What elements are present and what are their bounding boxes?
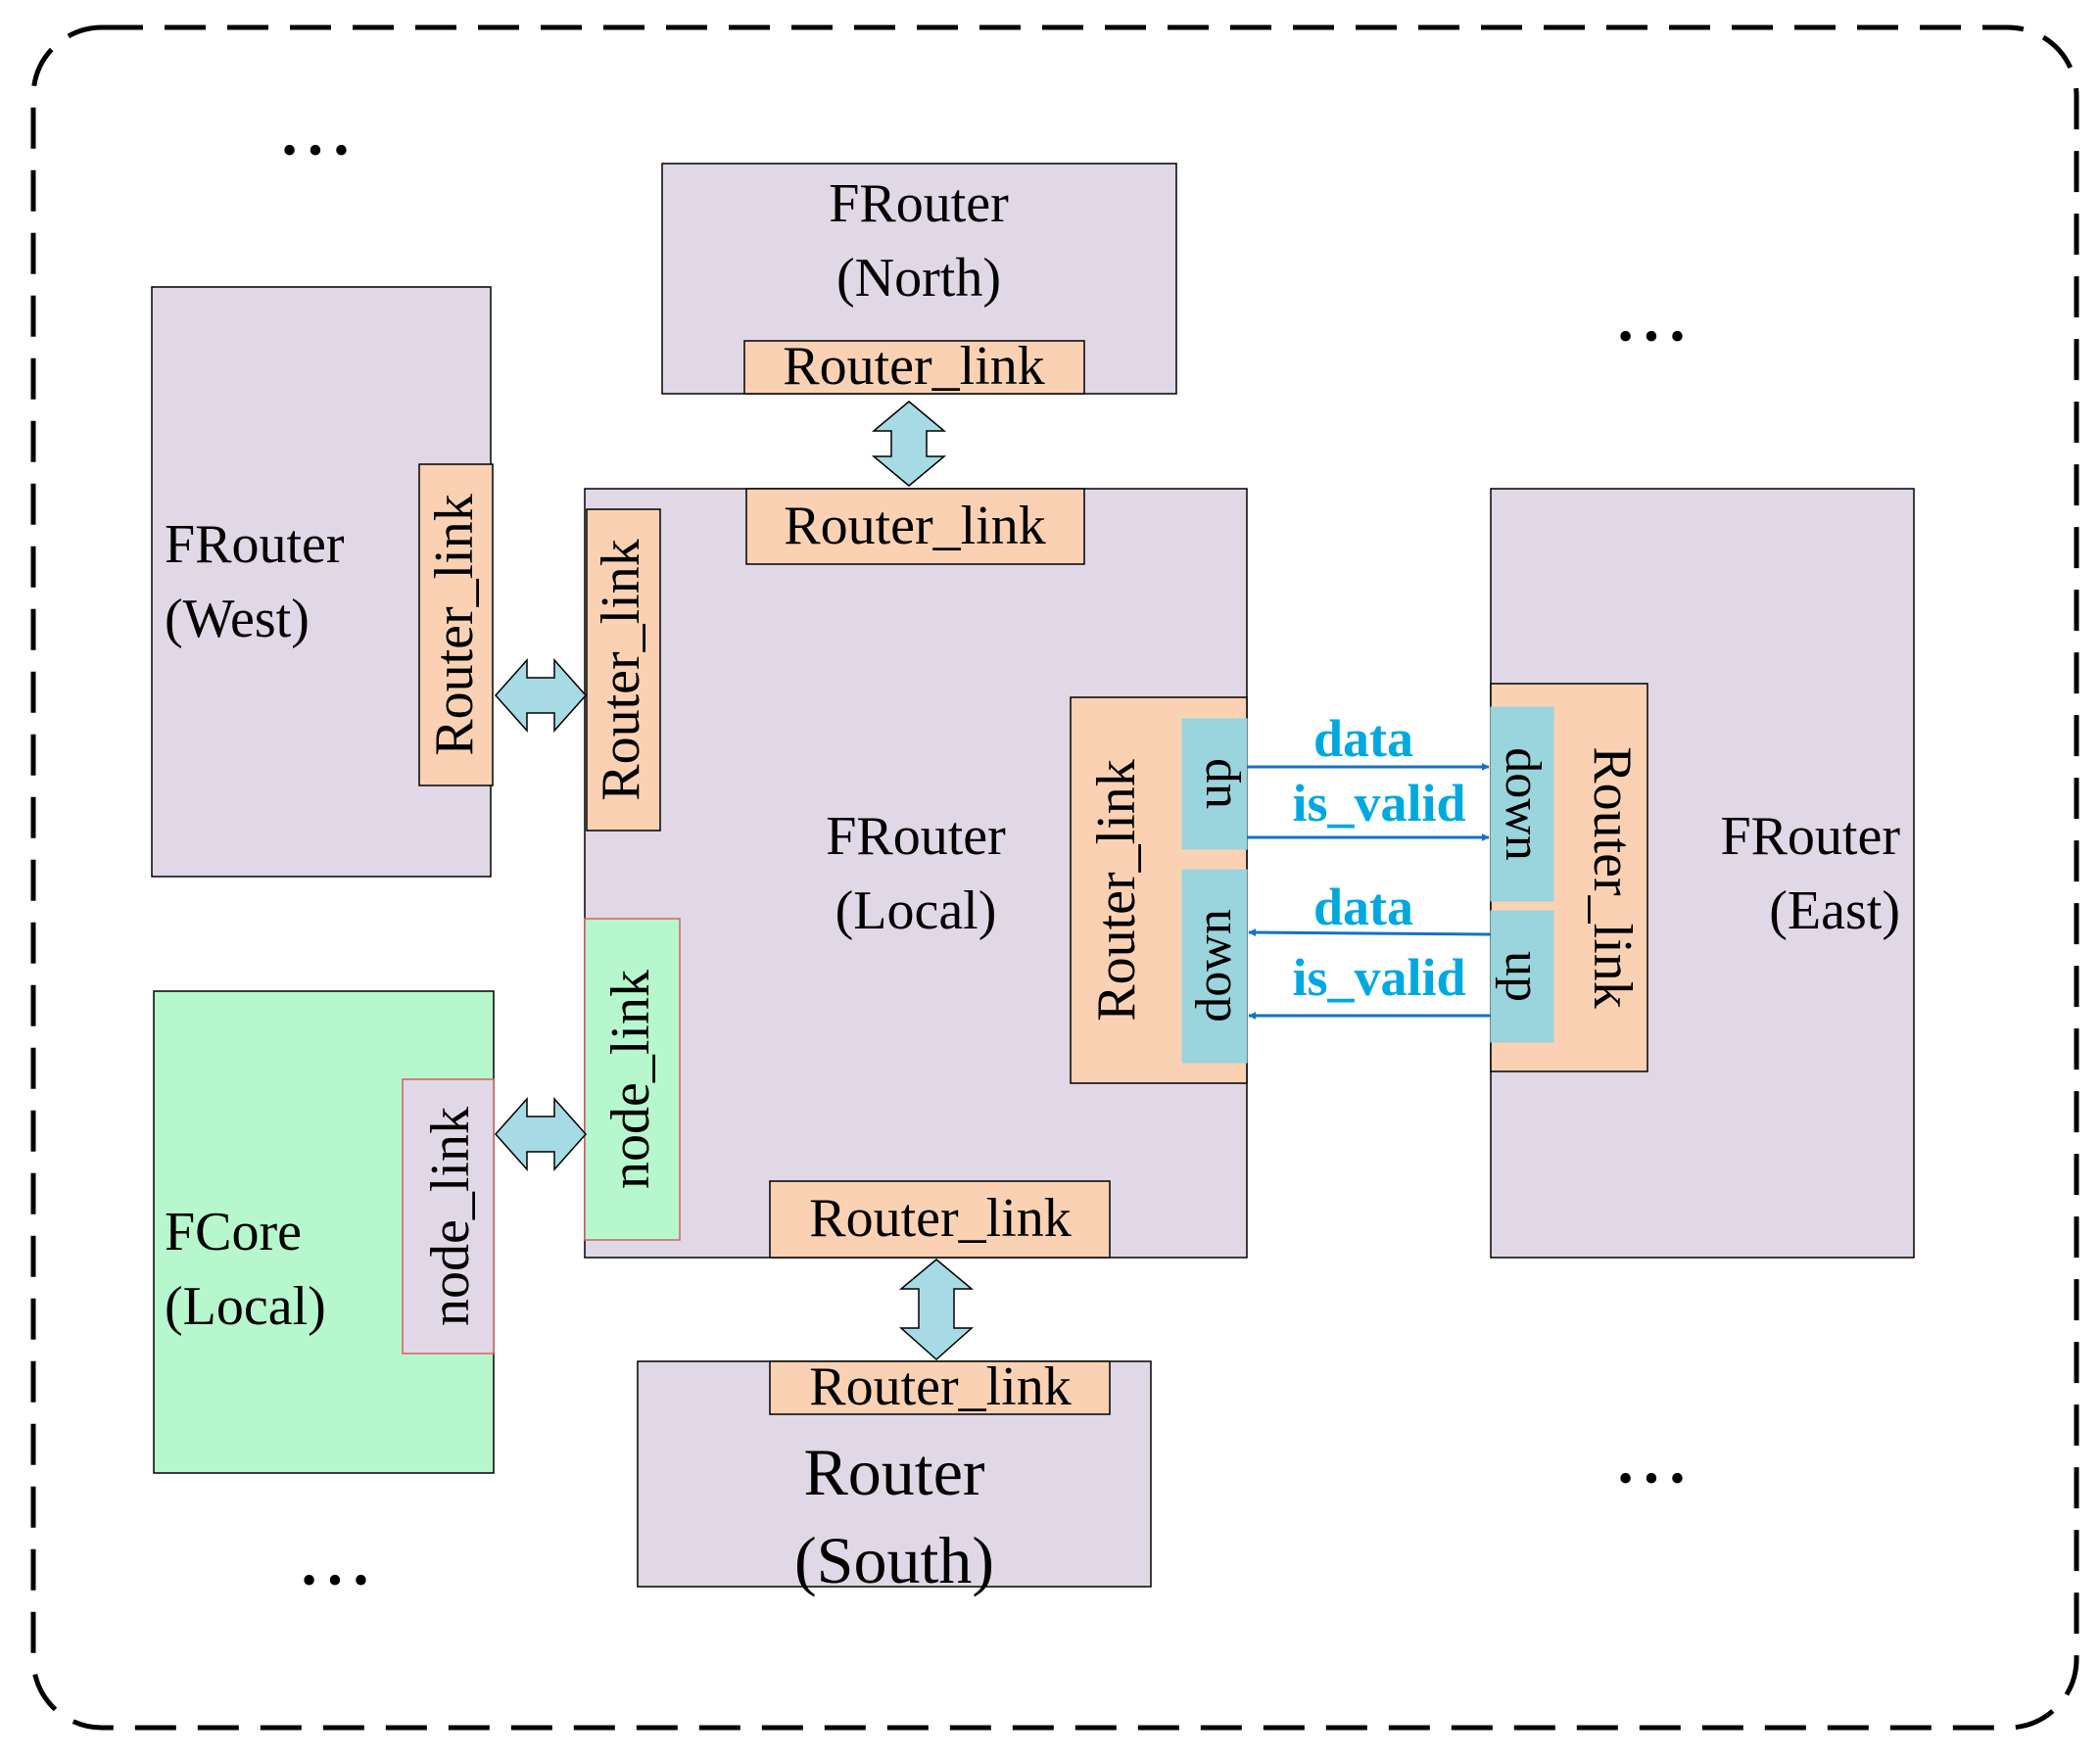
router-local-link-top: Router_link bbox=[784, 496, 1046, 556]
router-local-link-left: Router_link bbox=[591, 539, 651, 801]
signal-arrow-in-data bbox=[1248, 928, 1492, 937]
router-east-position: (East) bbox=[1769, 880, 1900, 941]
router-east-port-down: down bbox=[1495, 747, 1551, 861]
router-local-node-link: node_link bbox=[600, 970, 661, 1189]
system-boundary bbox=[30, 24, 2079, 1731]
signal-out-valid: is_valid bbox=[1292, 774, 1465, 832]
router-west-name: FRouter bbox=[165, 514, 345, 575]
router-south-name: Router bbox=[803, 1435, 984, 1509]
router-local-position: (Local) bbox=[835, 880, 997, 941]
router-north-name: FRouter bbox=[829, 173, 1009, 234]
signal-out-data: data bbox=[1313, 709, 1413, 768]
router-north-position: (North) bbox=[836, 248, 1001, 309]
ellipsis-bottom-left: • • • bbox=[302, 1556, 368, 1604]
router-local-link-bottom: Router_link bbox=[809, 1188, 1072, 1249]
router-east-name: FRouter bbox=[1720, 806, 1900, 867]
router-local: FRouter (Local) Router_link Router_link … bbox=[584, 488, 1248, 1259]
ellipsis-top-right: • • • bbox=[1618, 312, 1685, 360]
ellipsis-bottom-right: • • • bbox=[1618, 1454, 1685, 1502]
router-east: FRouter (East) Router_link down up bbox=[1490, 488, 1915, 1259]
router-east-port-up: up bbox=[1495, 951, 1551, 1002]
double-arrow-west bbox=[494, 658, 588, 733]
double-arrow-core bbox=[494, 1097, 588, 1171]
core-local-name: FCore bbox=[165, 1202, 302, 1262]
core-local-position: (Local) bbox=[165, 1276, 326, 1337]
signal-in-valid: is_valid bbox=[1292, 948, 1465, 1007]
router-local-name: FRouter bbox=[826, 806, 1006, 867]
router-local-port-down: down bbox=[1186, 909, 1242, 1022]
router-south: Router_link Router (South) bbox=[637, 1356, 1152, 1597]
double-arrow-south bbox=[898, 1259, 975, 1361]
router-west-position: (West) bbox=[165, 589, 310, 649]
router-local-link-right: Router_link bbox=[1086, 759, 1147, 1022]
router-west: FRouter (West) Router_link bbox=[151, 286, 494, 878]
router-south-link: Router_link bbox=[809, 1356, 1072, 1417]
double-arrow-north bbox=[871, 401, 947, 487]
router-north: FRouter (North) Router_link bbox=[661, 163, 1177, 397]
ellipsis-top-left: • • • bbox=[282, 126, 349, 174]
core-local-node-link: node_link bbox=[420, 1107, 481, 1326]
router-local-port-up: up bbox=[1186, 758, 1242, 809]
router-east-link: Router_link bbox=[1582, 746, 1643, 1009]
signal-in-data: data bbox=[1313, 878, 1413, 936]
core-local: FCore (Local) node_link bbox=[153, 990, 495, 1474]
router-south-position: (South) bbox=[794, 1523, 994, 1597]
router-north-link: Router_link bbox=[783, 336, 1045, 397]
router-west-link: Router_link bbox=[424, 494, 485, 756]
